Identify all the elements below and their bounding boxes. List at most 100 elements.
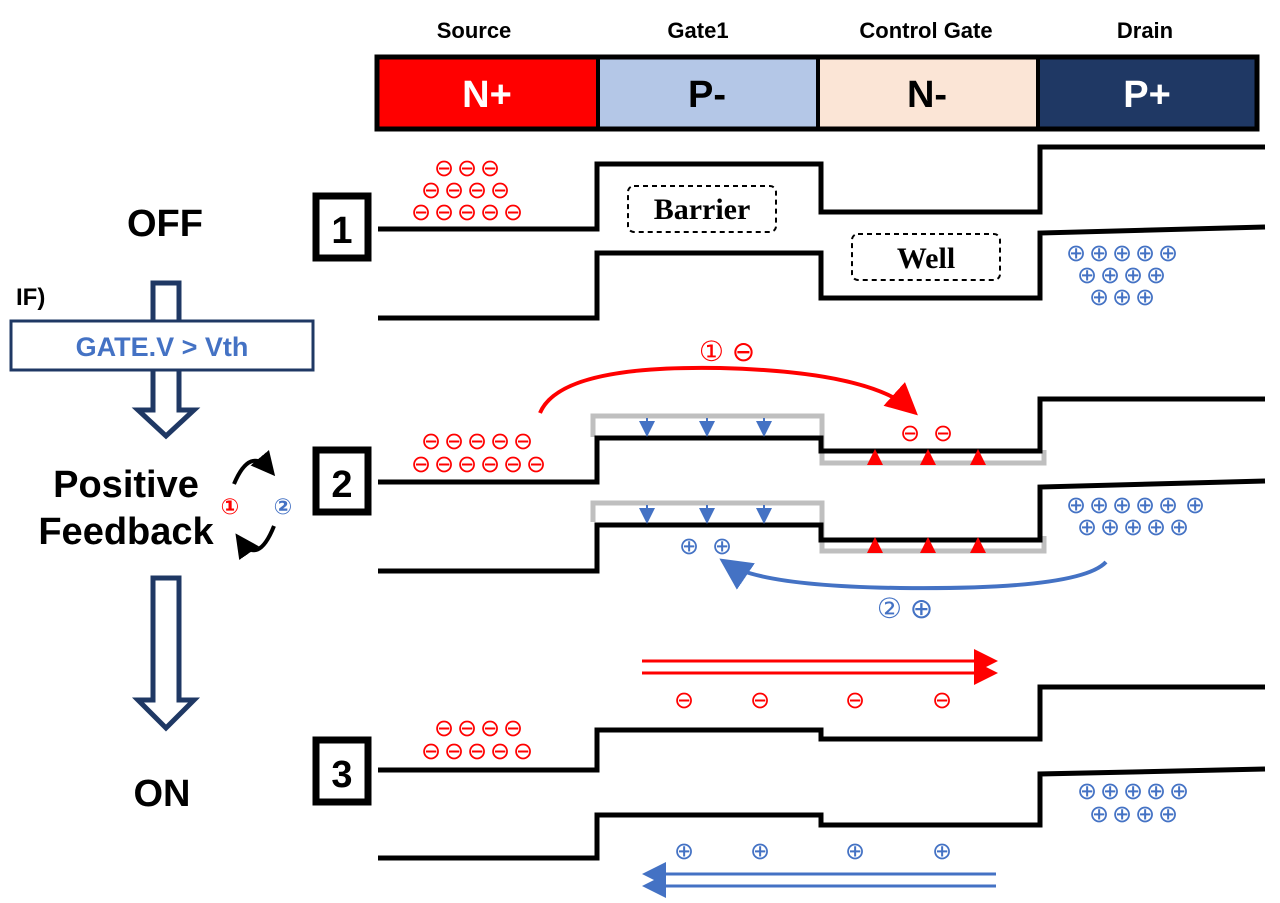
electron: ⊖	[457, 714, 477, 742]
barrier-label: Barrier	[654, 193, 751, 226]
hole-injection-label: ② ⊕	[877, 593, 933, 624]
electron: ⊖	[503, 198, 523, 226]
hole: ⊕	[1066, 491, 1086, 519]
if-label: IF)	[16, 284, 45, 311]
electron: ⊖	[444, 176, 464, 204]
hole: ⊕	[1135, 239, 1155, 267]
hole: ⊕	[1112, 800, 1132, 828]
electron: ⊖	[503, 450, 523, 478]
hole: ⊕	[845, 837, 865, 865]
feedback-line-2: Feedback	[38, 511, 214, 553]
electron: ⊖	[845, 686, 865, 714]
well-label: Well	[897, 242, 955, 275]
hole: ⊕	[1112, 491, 1132, 519]
doping-drain: P+	[1123, 74, 1171, 116]
hole: ⊕	[1135, 283, 1155, 311]
electron: ⊖	[467, 427, 487, 455]
electron-injection-label: ① ⊖	[699, 336, 755, 367]
hole: ⊕	[1089, 800, 1109, 828]
electron: ⊖	[434, 154, 454, 182]
state-number-box-1	[312, 192, 372, 262]
electron: ⊖	[421, 737, 441, 765]
off-label: OFF	[127, 203, 203, 245]
loop-mark-1: ①	[221, 494, 240, 519]
condition-text: GATE.V > Vth	[76, 332, 249, 362]
state-number-1: 1	[331, 210, 352, 252]
conduction-band-1	[378, 144, 1265, 232]
electron: ⊖	[411, 198, 431, 226]
left-panel: OFF IF) GATE.V > Vth Positive Feedback ①…	[9, 203, 315, 815]
hole: ⊕	[1158, 800, 1178, 828]
region-name-drain: Drain	[1117, 18, 1173, 43]
device-outline	[374, 54, 1260, 132]
conduction-band-3	[378, 684, 1265, 773]
electron: ⊖	[434, 450, 454, 478]
region-box-control-gate	[818, 58, 1036, 128]
hole-injection-arrow	[719, 558, 1108, 591]
region-box-drain	[1038, 58, 1256, 128]
hole: ⊕	[1066, 239, 1086, 267]
doping-gate1: P-	[688, 74, 726, 116]
electron: ⊖	[457, 198, 477, 226]
electron-cluster-3: ⊖ ⊖ ⊖ ⊖ ⊖ ⊖ ⊖ ⊖ ⊖	[421, 714, 533, 765]
valence-band-1	[378, 224, 1266, 321]
electron: ⊖	[900, 419, 920, 447]
hole: ⊕	[1135, 491, 1155, 519]
well-label-box	[851, 233, 1001, 281]
hole: ⊕	[1123, 261, 1143, 289]
hole: ⊕	[1089, 283, 1109, 311]
electron: ⊖	[421, 427, 441, 455]
hole: ⊕	[1112, 239, 1132, 267]
injected-holes-2: ⊕ ⊕	[679, 532, 732, 560]
electron: ⊖	[480, 714, 500, 742]
conduction-band-2	[378, 396, 1265, 485]
hole: ⊕	[750, 837, 770, 865]
valence-band-3	[378, 766, 1266, 861]
flowing-holes-3: ⊕ ⊕ ⊕ ⊕	[674, 837, 952, 865]
electron: ⊖	[490, 737, 510, 765]
electron: ⊖	[467, 737, 487, 765]
hole: ⊕	[679, 532, 699, 560]
hole-cluster-2: ⊕ ⊕ ⊕ ⊕ ⊕ ⊕ ⊕ ⊕ ⊕ ⊕ ⊕	[1066, 491, 1205, 541]
hole: ⊕	[1146, 777, 1166, 805]
state-2: 2 ① ⊖ ② ⊕ ⊖ ⊖ ⊖	[312, 336, 1266, 624]
band-shift-arrows	[639, 418, 986, 553]
flowing-electrons-3: ⊖ ⊖ ⊖ ⊖	[674, 686, 952, 714]
hole: ⊕	[932, 837, 952, 865]
on-label: ON	[134, 773, 191, 815]
flow-arrow-2	[131, 575, 201, 732]
hole-cluster-3: ⊕ ⊕ ⊕ ⊕ ⊕ ⊕ ⊕ ⊕ ⊕	[1077, 777, 1189, 828]
electron: ⊖	[457, 154, 477, 182]
hole: ⊕	[1146, 513, 1166, 541]
state-number-box-2	[312, 446, 372, 516]
electron: ⊖	[503, 714, 523, 742]
electron: ⊖	[411, 450, 431, 478]
condition-box	[9, 319, 315, 372]
electron: ⊖	[674, 686, 694, 714]
electron: ⊖	[490, 427, 510, 455]
electron: ⊖	[513, 427, 533, 455]
hole-cluster-1: ⊕ ⊕ ⊕ ⊕ ⊕ ⊕ ⊕ ⊕ ⊕ ⊕ ⊕ ⊕	[1066, 239, 1178, 311]
hole: ⊕	[1112, 283, 1132, 311]
doping-source: N+	[462, 74, 512, 116]
hole: ⊕	[674, 837, 694, 865]
hole: ⊕	[1123, 777, 1143, 805]
state-3: 3 ⊖ ⊖ ⊖ ⊖ ⊕ ⊕ ⊕ ⊕ ⊖ ⊖ ⊖ ⊖ ⊖ ⊖	[312, 649, 1266, 898]
electron: ⊖	[490, 176, 510, 204]
region-name-control-gate: Control Gate	[859, 18, 992, 43]
hole: ⊕	[1077, 513, 1097, 541]
hole: ⊕	[1100, 513, 1120, 541]
hole: ⊕	[1100, 777, 1120, 805]
electron: ⊖	[480, 198, 500, 226]
hole: ⊕	[1089, 491, 1109, 519]
electron: ⊖	[750, 686, 770, 714]
electron-injection-arrow	[538, 365, 918, 416]
electron-current-arrows	[642, 649, 998, 685]
loop-arrow-bottom	[235, 525, 276, 560]
electron: ⊖	[444, 737, 464, 765]
hole: ⊕	[1169, 777, 1189, 805]
electron: ⊖	[444, 427, 464, 455]
electron: ⊖	[933, 419, 953, 447]
barrier-label-box	[627, 185, 777, 233]
